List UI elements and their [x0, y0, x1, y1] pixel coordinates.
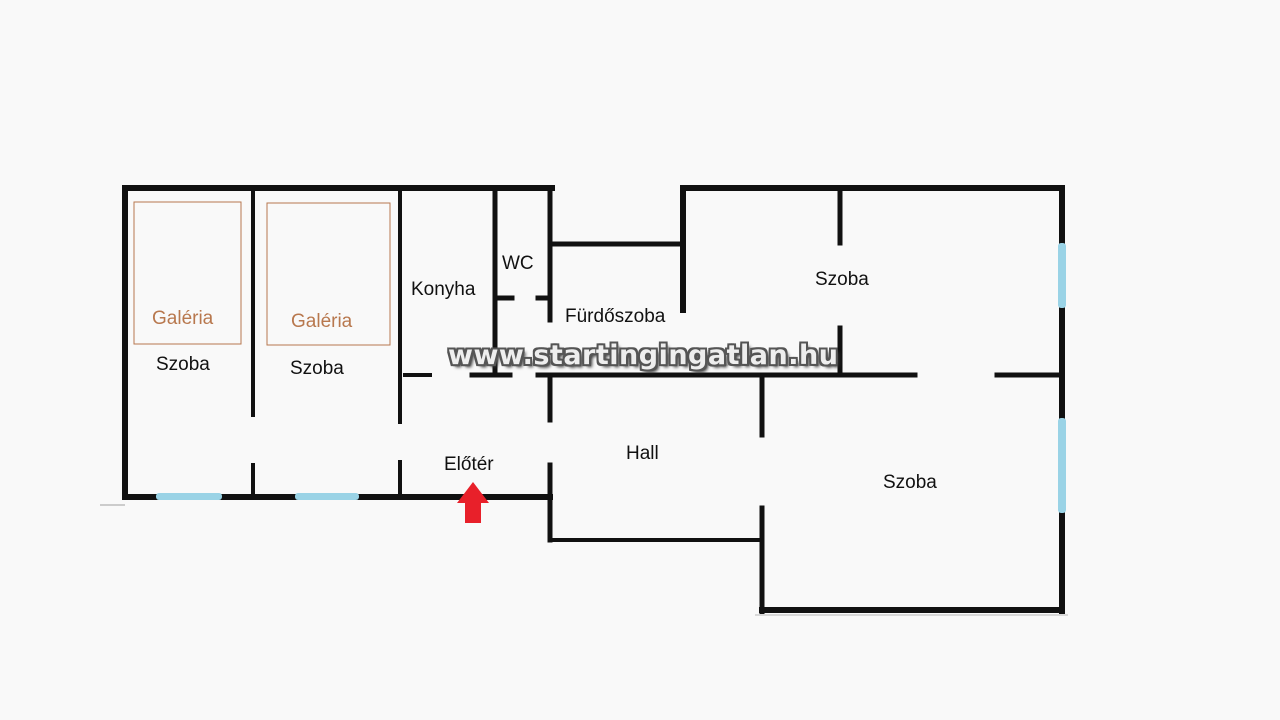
gallery-label-left: Galéria — [152, 308, 214, 329]
gallery-outline-right — [266, 202, 391, 346]
window-szoba-bottom-right — [1058, 418, 1066, 513]
room-label-szoba-top-right: Szoba — [815, 269, 869, 290]
room-label-szoba-2: Szoba — [290, 358, 344, 379]
watermark-text: www.startingingatlan.hu — [448, 340, 839, 371]
room-label-furdoszoba: Fürdőszoba — [565, 306, 666, 327]
up-arrow-icon — [457, 482, 489, 523]
gallery-outline-left — [133, 201, 242, 345]
room-label-szoba-bottom-right: Szoba — [883, 472, 937, 493]
room-label-hall: Hall — [626, 443, 659, 464]
window-szoba-top-right — [1058, 243, 1066, 308]
window-szoba-1 — [156, 493, 222, 500]
windows — [156, 243, 1066, 513]
room-label-szoba-1: Szoba — [156, 354, 210, 375]
thin-walls — [690, 364, 1068, 616]
gallery-label-right: Galéria — [291, 311, 353, 332]
room-label-eloter: Előtér — [444, 454, 494, 475]
walls — [122, 185, 1065, 615]
room-label-konyha: Konyha — [411, 279, 476, 300]
window-szoba-2 — [295, 493, 359, 500]
room-label-wc: WC — [502, 253, 534, 274]
